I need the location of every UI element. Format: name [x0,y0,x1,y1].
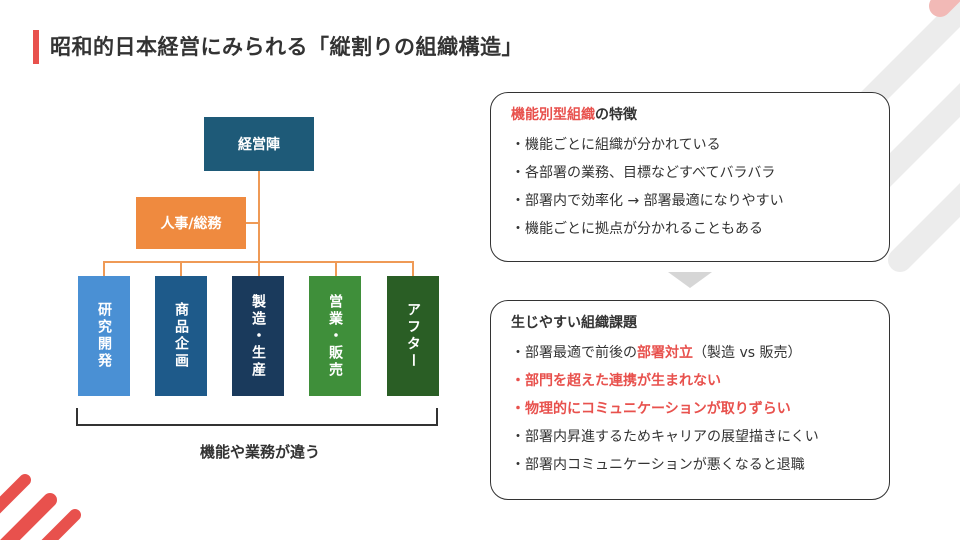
issue-item: ・物理的にコミュニケーションが取りずらい [511,401,791,417]
issues-card-title: 生じやすい組織課題 [511,315,637,331]
issue-item: ・部署最適で前後の部署対立（製造 vs 販売） [511,339,871,367]
feature-item: ・各部署の業務、目標などすべてバラバラ [511,165,776,181]
issue-item: ・部署内昇進するためキャリアの展望描きにくい [511,429,819,445]
connector-dept-3 [258,261,260,276]
down-arrow-icon [668,272,712,288]
issue-item-prefix: ・部署最適で前後の [511,345,637,361]
feature-item: ・機能ごとに組織が分かれている [511,137,721,153]
dept-aftersales-box: アフター [387,276,439,396]
issues-card: 生じやすい組織課題 ・部署最適で前後の部署対立（製造 vs 販売） ・部門を超え… [490,300,890,500]
departments-bracket [76,408,438,426]
hr-general-affairs-box: 人事/総務 [136,197,246,249]
feature-item: ・部署内で効率化 → 部署最適になりやすい [511,193,784,209]
issue-item-suffix: （製造 vs 販売） [693,345,802,361]
dept-sales-box: 営業・販売 [309,276,361,396]
executive-box: 経営陣 [204,117,314,171]
connector-dept-4 [335,261,337,276]
connector-vertical-main [258,171,260,262]
issue-item-emphasis: 部署対立 [637,345,693,361]
page-title: 昭和的日本経営にみられる「縦割りの組織構造」 [50,35,523,59]
dept-rnd-box: 研究開発 [78,276,130,396]
features-title-highlight: 機能別型組織 [511,107,595,123]
features-title-rest: の特徴 [595,107,637,123]
connector-dept-5 [412,261,414,276]
bottom-left-stripes [0,474,81,540]
features-card: 機能別型組織の特徴 ・機能ごとに組織が分かれている ・各部署の業務、目標などすべ… [490,92,890,262]
issue-item: ・部署内コミュニケーションが悪くなると退職 [511,457,805,473]
connector-dept-1 [103,261,105,276]
dept-manufacturing-box: 製造・生産 [232,276,284,396]
features-card-title: 機能別型組織の特徴 [511,105,871,125]
bracket-caption: 機能や業務が違う [199,443,320,461]
title-accent-bar [33,30,39,64]
dept-product-planning-box: 商品企画 [155,276,207,396]
connector-staff [246,222,259,224]
issue-item: ・部門を超えた連携が生まれない [511,373,721,389]
feature-item: ・機能ごとに拠点が分かれることもある [511,221,763,237]
connector-dept-2 [180,261,182,276]
